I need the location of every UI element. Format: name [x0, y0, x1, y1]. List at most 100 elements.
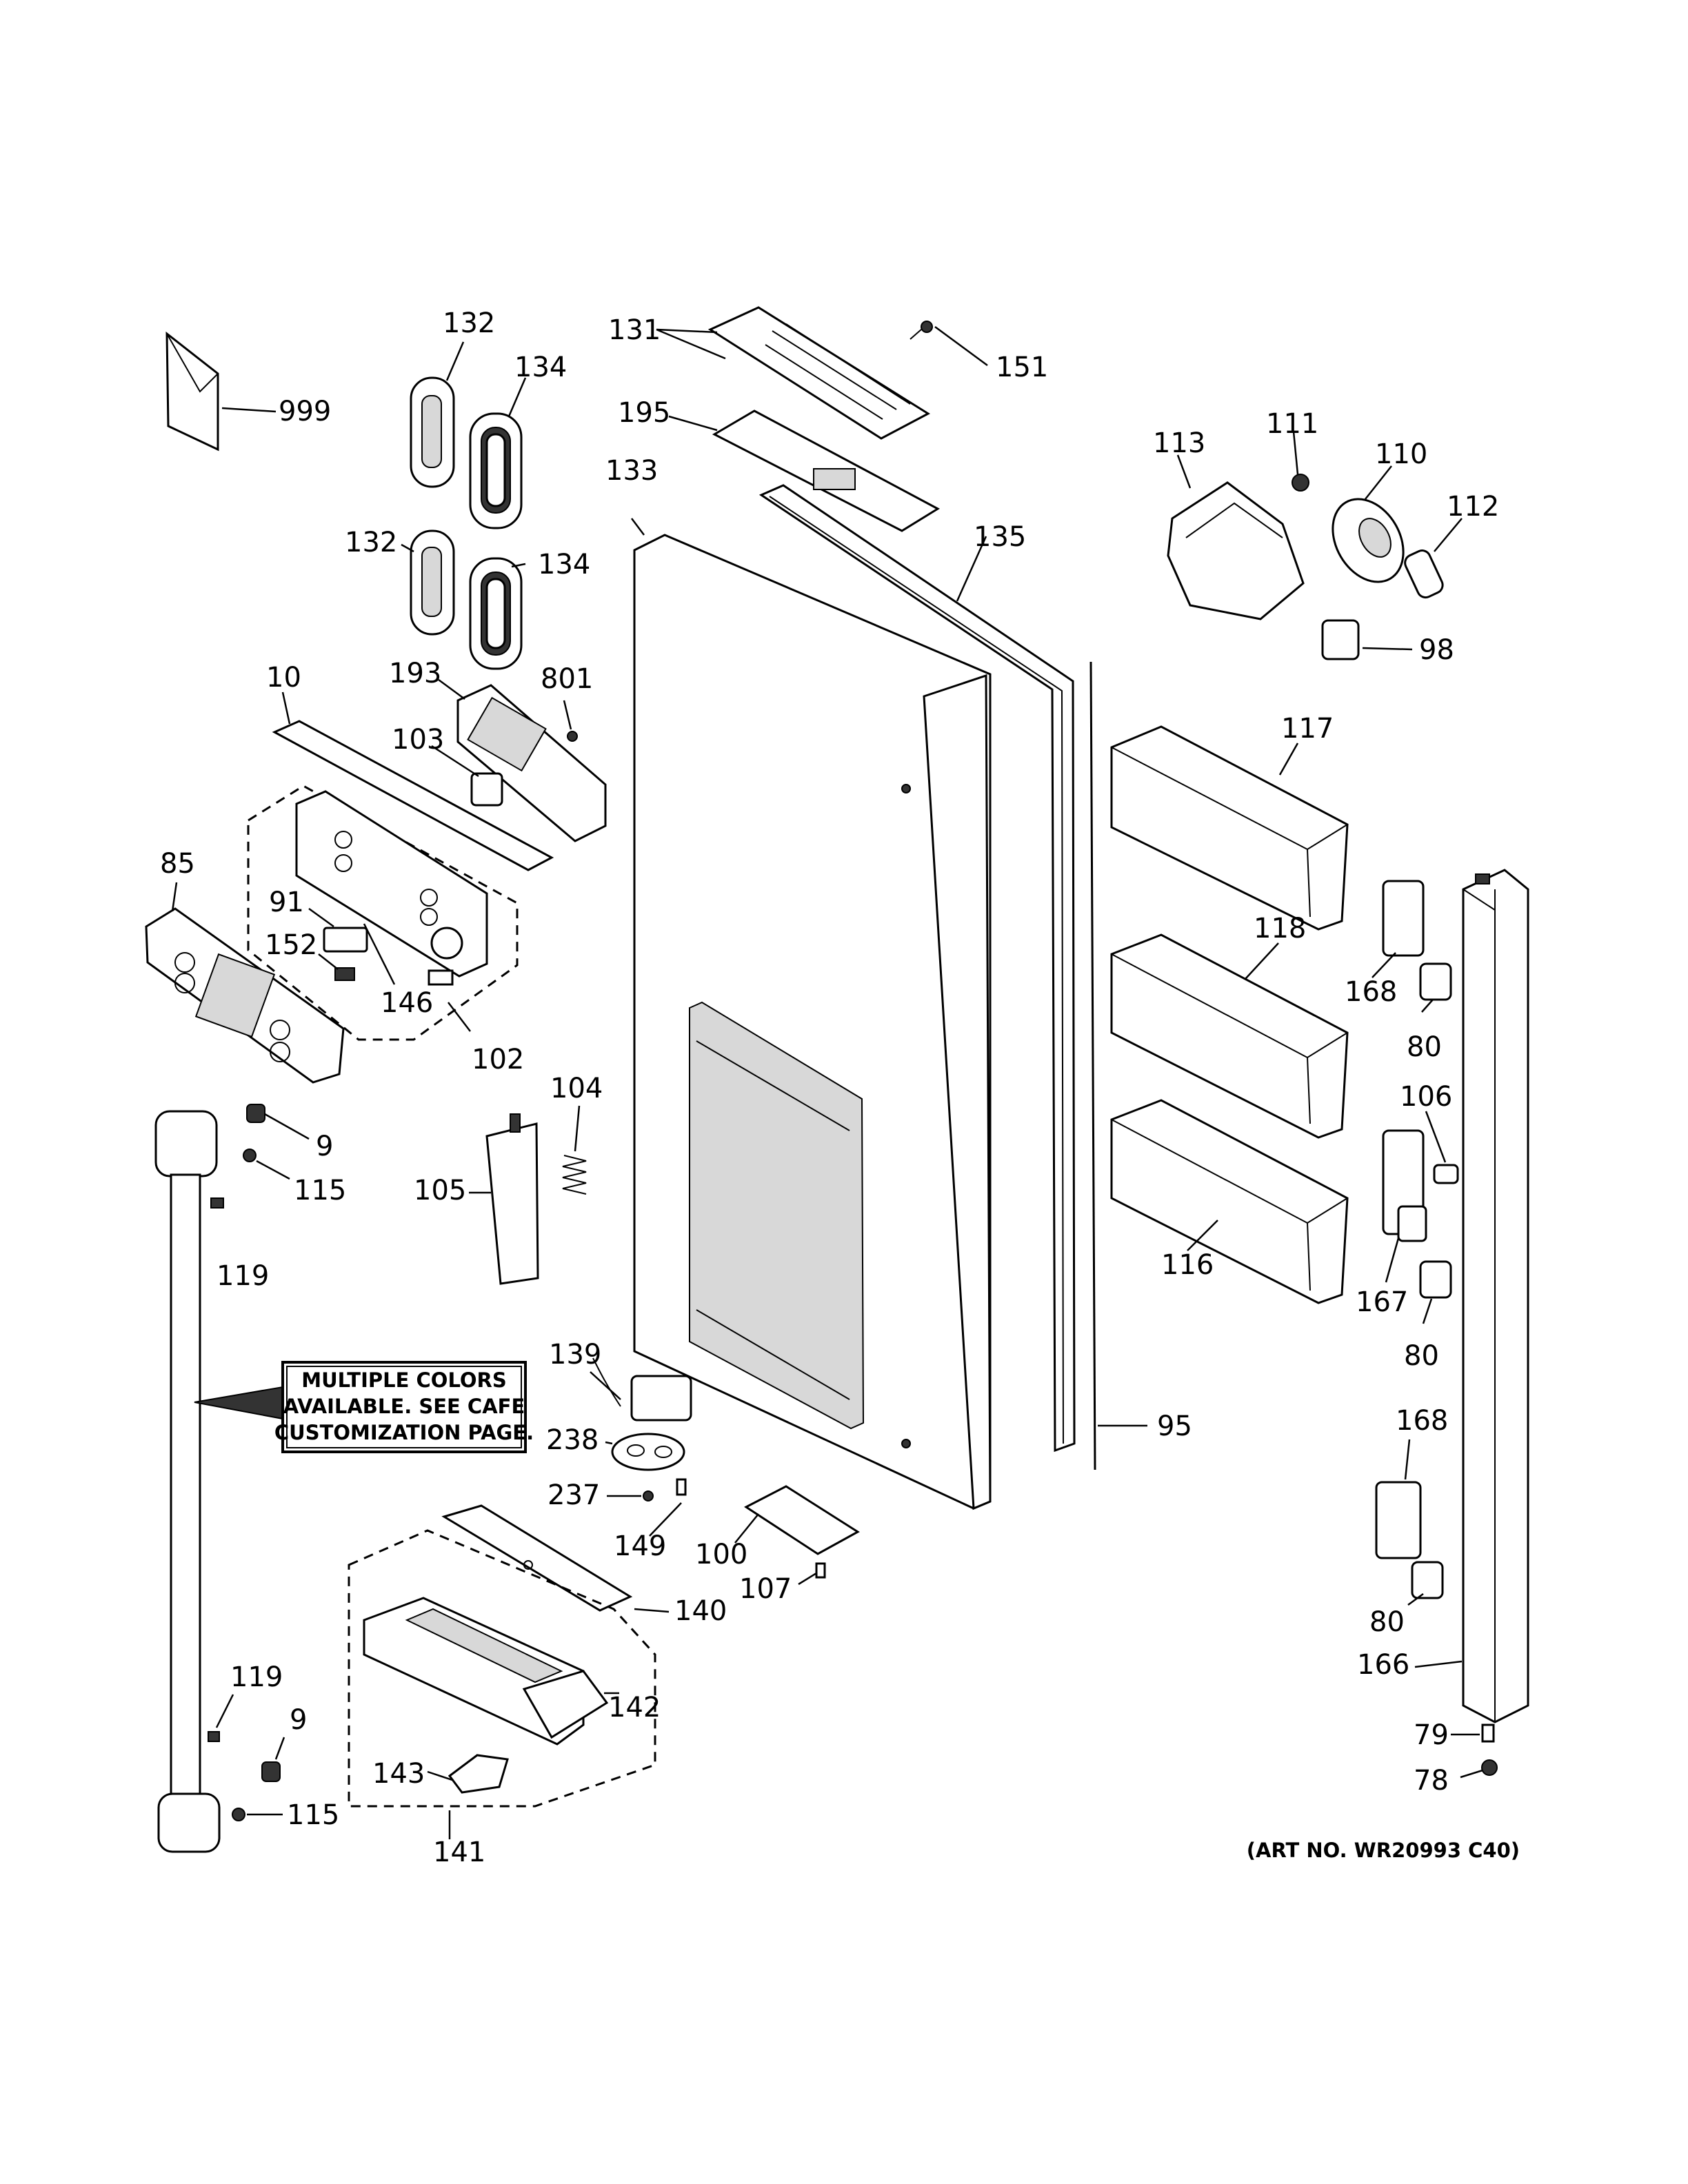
- part-133-door-liner: [633, 534, 992, 1510]
- part-149-screw: [676, 1478, 687, 1496]
- part-80-cam-c: [1411, 1561, 1444, 1599]
- callout-801: 801: [541, 663, 593, 695]
- callout-85: 85: [160, 848, 195, 880]
- part-237-screw: [643, 1490, 654, 1502]
- part-143-latch: [448, 1754, 509, 1794]
- part-142-drip-tray: [363, 1597, 609, 1746]
- callout-102: 102: [472, 1044, 524, 1075]
- callout-117: 117: [1281, 713, 1334, 745]
- part-9-mount-lower: [261, 1761, 281, 1782]
- part-193-control-board: [456, 684, 607, 842]
- callout-115: 115: [287, 1799, 339, 1831]
- part-132-insert-lower: [410, 529, 455, 636]
- art-number: (ART NO. WR20993 C40): [1247, 1839, 1520, 1862]
- assembly-141-outline: [348, 1529, 656, 1808]
- part-10-bracket: [272, 720, 554, 871]
- part-80-cam-a: [1419, 962, 1452, 1001]
- part-132-insert-upper: [410, 376, 455, 488]
- callout-9: 9: [316, 1131, 333, 1162]
- callout-134: 134: [514, 352, 567, 383]
- callout-111: 111: [1266, 408, 1318, 440]
- part-166-door-rail: [1462, 869, 1529, 1723]
- callout-143: 143: [372, 1758, 425, 1790]
- multiple-colors-note: [281, 1361, 527, 1453]
- part-140-trim: [441, 1504, 633, 1612]
- callout-135: 135: [974, 521, 1026, 553]
- callout-79: 79: [1414, 1719, 1449, 1751]
- part-79-screw: [1481, 1723, 1495, 1743]
- callout-168: 168: [1396, 1405, 1448, 1437]
- callout-146: 146: [381, 987, 433, 1019]
- part-134-trim-upper: [469, 412, 523, 529]
- callout-106: 106: [1400, 1081, 1452, 1113]
- callout-116: 116: [1161, 1249, 1214, 1281]
- callout-91: 91: [269, 887, 304, 918]
- part-801-screw: [567, 731, 578, 742]
- callout-110: 110: [1375, 438, 1427, 470]
- callout-999: 999: [279, 396, 331, 427]
- part-135-door-gasket: [758, 484, 1076, 1453]
- part-100-board: [744, 1485, 860, 1555]
- part-111-spring: [1292, 474, 1309, 492]
- part-131-label-plate: [707, 306, 931, 440]
- callout-107: 107: [739, 1573, 792, 1605]
- callout-168: 168: [1345, 976, 1397, 1008]
- part-102-dispenser-controls: [295, 790, 488, 978]
- callout-119: 119: [230, 1661, 283, 1693]
- part-handle: [154, 1110, 221, 1853]
- part-107-screw: [815, 1562, 826, 1579]
- part-91-button: [323, 927, 368, 953]
- part-115-screw-upper: [243, 1149, 257, 1162]
- part-105-lever: [485, 1113, 539, 1285]
- callout-132: 132: [443, 307, 495, 339]
- callout-167: 167: [1356, 1286, 1408, 1318]
- callout-133: 133: [605, 455, 658, 487]
- part-146-clip: [428, 969, 454, 986]
- part-80-cam-b: [1419, 1260, 1452, 1299]
- part-103-connector: [470, 772, 503, 807]
- part-106-pin: [1433, 1164, 1459, 1184]
- part-98-clip: [1321, 619, 1360, 660]
- callout-139: 139: [549, 1339, 601, 1371]
- callout-237: 237: [547, 1479, 600, 1511]
- part-139-valve: [592, 1357, 692, 1422]
- callout-9: 9: [290, 1704, 307, 1736]
- callout-105: 105: [414, 1175, 466, 1206]
- part-119-setscrew-upper: [210, 1197, 224, 1209]
- callout-115: 115: [294, 1175, 346, 1206]
- note-line-2: AVAILABLE. SEE CAFE: [283, 1395, 525, 1418]
- callout-151: 151: [996, 352, 1048, 383]
- part-85-control-panel: [145, 907, 345, 1084]
- callout-10: 10: [266, 662, 301, 694]
- callout-142: 142: [608, 1692, 661, 1723]
- callout-131: 131: [608, 314, 661, 346]
- part-167-hinge-middle: [1382, 1129, 1427, 1242]
- part-95-rod: [1089, 661, 1096, 1470]
- part-134-trim-lower: [469, 557, 523, 670]
- part-116-door-bin: [1110, 1099, 1349, 1304]
- callout-149: 149: [614, 1530, 666, 1562]
- callout-78: 78: [1414, 1765, 1449, 1797]
- part-115-screw-lower: [232, 1808, 245, 1821]
- callout-112: 112: [1447, 491, 1499, 523]
- part-78-bushing: [1481, 1759, 1498, 1776]
- part-151-screw: [910, 321, 933, 340]
- part-195-control-board: [712, 410, 941, 532]
- callout-134: 134: [538, 549, 590, 580]
- part-238-mount: [611, 1433, 685, 1471]
- callout-238: 238: [546, 1424, 599, 1456]
- callout-141: 141: [433, 1837, 485, 1868]
- callout-140: 140: [674, 1595, 727, 1627]
- callout-103: 103: [392, 724, 444, 756]
- part-104-spring: [562, 1155, 587, 1195]
- part-168-hinge-lower: [1375, 1481, 1422, 1559]
- callout-104: 104: [550, 1073, 603, 1104]
- callout-195: 195: [618, 397, 670, 429]
- callout-80: 80: [1407, 1031, 1442, 1063]
- note-line-1: MULTIPLE COLORS: [301, 1368, 507, 1392]
- callout-132: 132: [345, 527, 397, 558]
- part-999-envelope: [165, 331, 219, 452]
- part-117-door-bin: [1110, 725, 1349, 931]
- part-112-pin: [1404, 549, 1444, 599]
